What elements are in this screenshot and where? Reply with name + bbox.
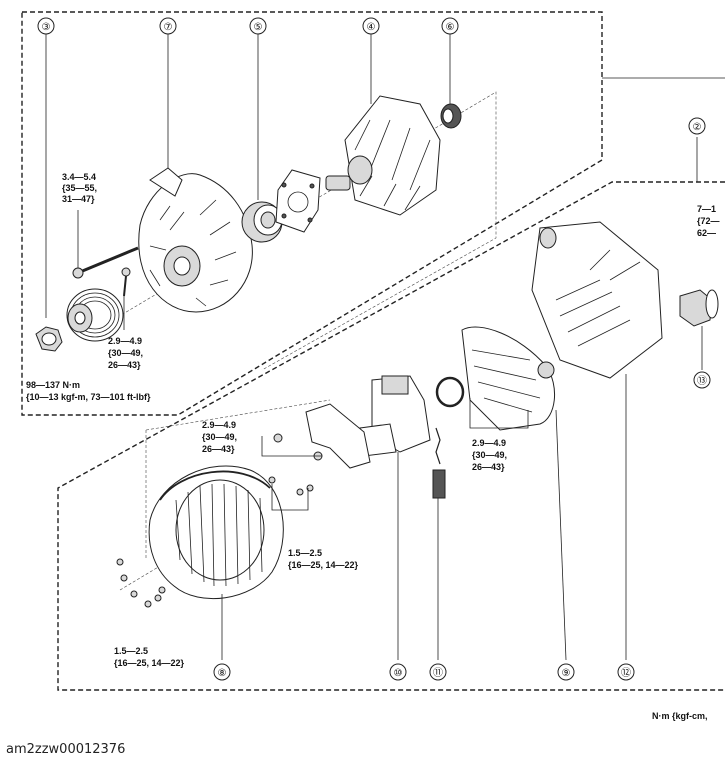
rotor [325,95,441,216]
front-bearing [241,201,283,243]
svg-text:26—43}: 26—43} [202,444,235,454]
callout-9: ⑨ [557,663,575,681]
svg-text:⑤: ⑤ [254,22,263,33]
svg-text:1.5—2.5: 1.5—2.5 [114,646,148,656]
lower-group-boundary [57,181,725,691]
brush [432,427,446,499]
torque-pulley-nut: 98—137 N·m {10—13 kgf-m, 73—101 ft-lbf} [26,380,151,402]
svg-text:②: ② [693,122,702,133]
front-housing-screw [121,267,131,297]
figure-id-caption: am2zzw00012376 [6,742,126,757]
callout-13: ⑬ [693,371,711,389]
torque-bolt-upper: 3.4—5.4 {35—55, 31—47} [62,172,97,204]
svg-text:31—47}: 31—47} [62,194,95,204]
pulley-nut [35,326,63,352]
rear-bearing [440,103,462,129]
leader-lines [45,34,703,661]
svg-text:2.9—4.9: 2.9—4.9 [202,420,236,430]
svg-text:⑦: ⑦ [164,22,173,33]
svg-text:3.4—5.4: 3.4—5.4 [62,172,96,182]
seal-ring [435,376,465,408]
svg-text:⑬: ⑬ [697,375,707,387]
callout-6: ⑥ [441,17,459,35]
callout-3: ③ [37,17,55,35]
svg-text:⑥: ⑥ [446,22,455,33]
svg-text:{35—55,: {35—55, [62,183,97,193]
svg-text:④: ④ [367,22,376,33]
voltage-regulator [359,375,431,457]
svg-text:{16—25, 14—22}: {16—25, 14—22} [288,560,359,570]
rectifier [461,326,556,431]
right-edge-connector [679,289,719,327]
rear-housing [531,221,663,379]
svg-text:2.9—4.9: 2.9—4.9 [472,438,506,448]
svg-text:⑨: ⑨ [562,668,571,679]
svg-text:{72—: {72— [697,216,720,226]
callout-5: ⑤ [249,17,267,35]
front-housing [138,167,253,313]
svg-text:⑧: ⑧ [218,668,227,679]
units-note: N·m {kgf-cm, [652,711,708,721]
callout-11: ⑪ [429,663,447,681]
svg-text:{30—49,: {30—49, [108,348,143,358]
bearing-retainer-plate [275,169,321,233]
svg-text:{30—49,: {30—49, [472,450,507,460]
torque-screw-upper: 2.9—4.9 {30—49, 26—43} [108,336,143,370]
svg-text:7—1: 7—1 [697,204,716,214]
callout-2: ② [688,117,706,135]
svg-text:98—137 N·m: 98—137 N·m [26,380,80,390]
svg-text:2.9—4.9: 2.9—4.9 [108,336,142,346]
svg-text:62—: 62— [697,228,716,238]
torque-brush-holder: 2.9—4.9 {30—49, 26—43} [202,420,237,454]
svg-text:⑩: ⑩ [394,668,403,679]
svg-text:⑪: ⑪ [433,667,443,679]
through-bolt [72,246,139,279]
pulley [66,288,124,342]
upper-group-boundary [21,11,603,416]
callout-8: ⑧ [213,663,231,681]
svg-text:③: ③ [42,22,51,33]
svg-text:1.5—2.5: 1.5—2.5 [288,548,322,558]
svg-text:26—43}: 26—43} [108,360,141,370]
callout-10: ⑩ [389,663,407,681]
svg-text:{10—13 kgf-m, 73—101 ft-lbf}: {10—13 kgf-m, 73—101 ft-lbf} [26,392,151,402]
torque-stator-screws: 1.5—2.5 {16—25, 14—22} [114,646,185,668]
stator-screws [116,558,166,608]
terminal-plate [305,403,371,469]
stator [148,465,284,600]
torque-plate-screws: 1.5—2.5 {16—25, 14—22} [288,548,359,570]
torque-right-edge: 7—1 {72— 62— [697,204,720,238]
callout-12: ⑫ [617,663,635,681]
callout-7: ⑦ [159,17,177,35]
svg-text:{16—25, 14—22}: {16—25, 14—22} [114,658,185,668]
callout-4: ④ [362,17,380,35]
svg-text:⑫: ⑫ [621,667,631,679]
torque-rectifier: 2.9—4.9 {30—49, 26—43} [472,438,507,472]
svg-text:26—43}: 26—43} [472,462,505,472]
svg-text:{30—49,: {30—49, [202,432,237,442]
